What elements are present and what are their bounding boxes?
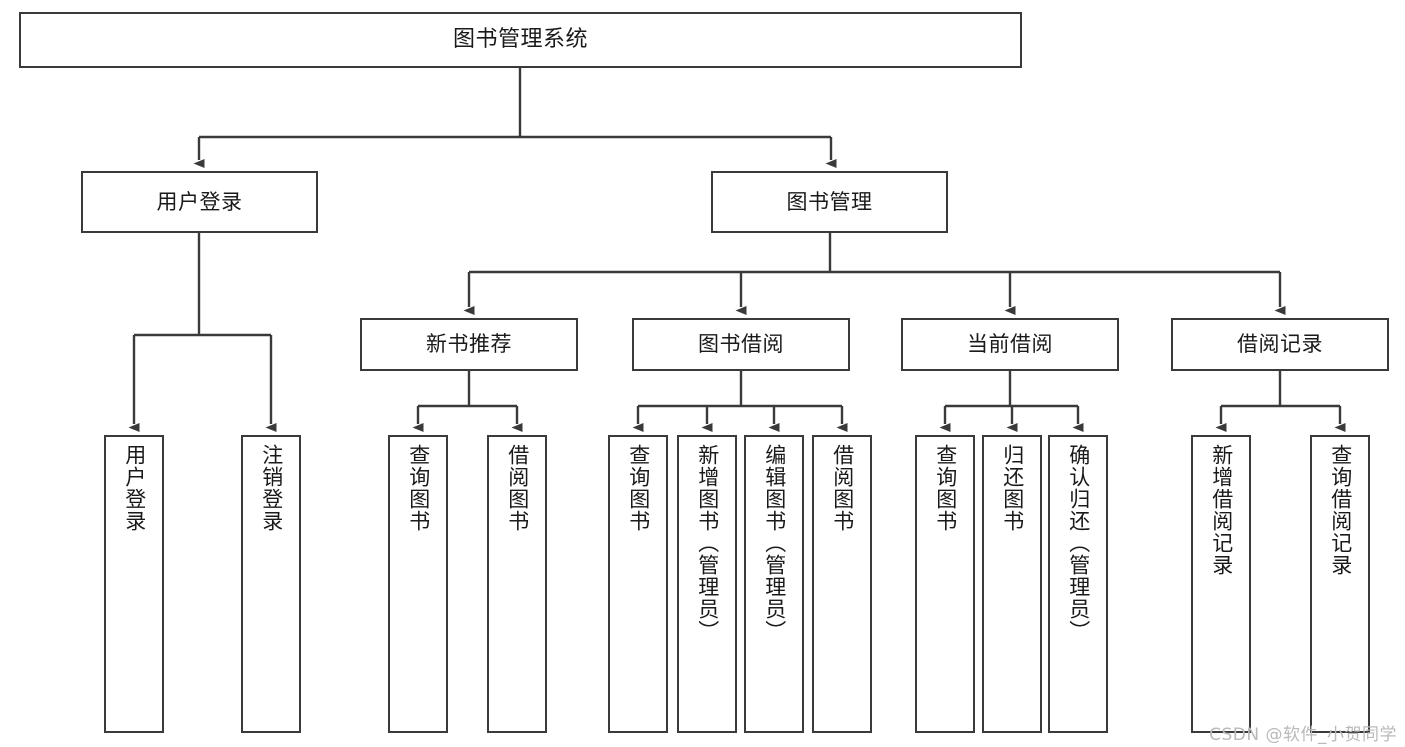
leaf-query-book-2-label: 查询图书 <box>626 444 651 532</box>
leaf-add-book-admin-label: 新增图书（管理员） <box>695 444 720 642</box>
node-root[interactable]: 图书管理系统 <box>19 12 1022 68</box>
edge-group-newrec <box>412 371 523 432</box>
edge-group-root <box>193 68 837 168</box>
edge-group-bookmgmt <box>463 233 1286 315</box>
leaf-confirm-return-admin-label: 确认归还（管理员） <box>1066 444 1091 642</box>
leaf-query-book-1-label: 查询图书 <box>406 444 431 532</box>
leaf-add-book-admin[interactable]: 新增图书（管理员） <box>677 435 737 733</box>
node-book-borrow-label: 图书借阅 <box>698 332 784 357</box>
leaf-query-borrow-record-label: 查询借阅记录 <box>1328 444 1353 576</box>
node-new-book-recommend[interactable]: 新书推荐 <box>360 318 578 371</box>
leaf-query-book-1[interactable]: 查询图书 <box>388 435 448 733</box>
leaf-return-book[interactable]: 归还图书 <box>982 435 1042 733</box>
leaf-borrow-book-1-label: 借阅图书 <box>505 444 530 532</box>
leaf-add-borrow-record[interactable]: 新增借阅记录 <box>1191 435 1251 733</box>
node-book-management[interactable]: 图书管理 <box>711 171 948 233</box>
node-book-management-label: 图书管理 <box>786 189 873 214</box>
leaf-borrow-book-2-label: 借阅图书 <box>830 444 855 532</box>
leaf-return-book-label: 归还图书 <box>1000 444 1025 532</box>
leaf-user-login-label: 用户登录 <box>122 444 147 532</box>
leaf-user-login[interactable]: 用户登录 <box>104 435 164 733</box>
watermark: CSDN @软件_小贺同学 <box>1209 725 1397 745</box>
leaf-borrow-book-1[interactable]: 借阅图书 <box>487 435 547 733</box>
leaf-query-book-3[interactable]: 查询图书 <box>915 435 975 733</box>
leaf-query-borrow-record[interactable]: 查询借阅记录 <box>1310 435 1370 733</box>
edge-group-borrow <box>632 371 848 432</box>
leaf-logout[interactable]: 注销登录 <box>241 435 301 733</box>
edge-group-login <box>128 233 277 432</box>
leaf-query-book-2[interactable]: 查询图书 <box>608 435 668 733</box>
leaf-add-borrow-record-label: 新增借阅记录 <box>1209 444 1234 576</box>
node-root-label: 图书管理系统 <box>452 27 588 53</box>
leaf-confirm-return-admin[interactable]: 确认归还（管理员） <box>1048 435 1108 733</box>
node-user-login[interactable]: 用户登录 <box>81 171 318 233</box>
leaf-edit-book-admin[interactable]: 编辑图书（管理员） <box>744 435 804 733</box>
node-current-borrow[interactable]: 当前借阅 <box>901 318 1119 371</box>
node-current-borrow-label: 当前借阅 <box>967 332 1053 357</box>
leaf-logout-label: 注销登录 <box>259 444 284 532</box>
edge-group-records <box>1215 371 1346 432</box>
node-new-book-recommend-label: 新书推荐 <box>426 332 512 357</box>
node-user-login-label: 用户登录 <box>156 189 243 214</box>
edge-group-current <box>939 371 1084 432</box>
leaf-edit-book-admin-label: 编辑图书（管理员） <box>762 444 787 642</box>
leaf-query-book-3-label: 查询图书 <box>933 444 958 532</box>
node-book-borrow[interactable]: 图书借阅 <box>632 318 850 371</box>
node-borrow-records[interactable]: 借阅记录 <box>1171 318 1389 371</box>
node-borrow-records-label: 借阅记录 <box>1237 332 1323 357</box>
leaf-borrow-book-2[interactable]: 借阅图书 <box>812 435 872 733</box>
